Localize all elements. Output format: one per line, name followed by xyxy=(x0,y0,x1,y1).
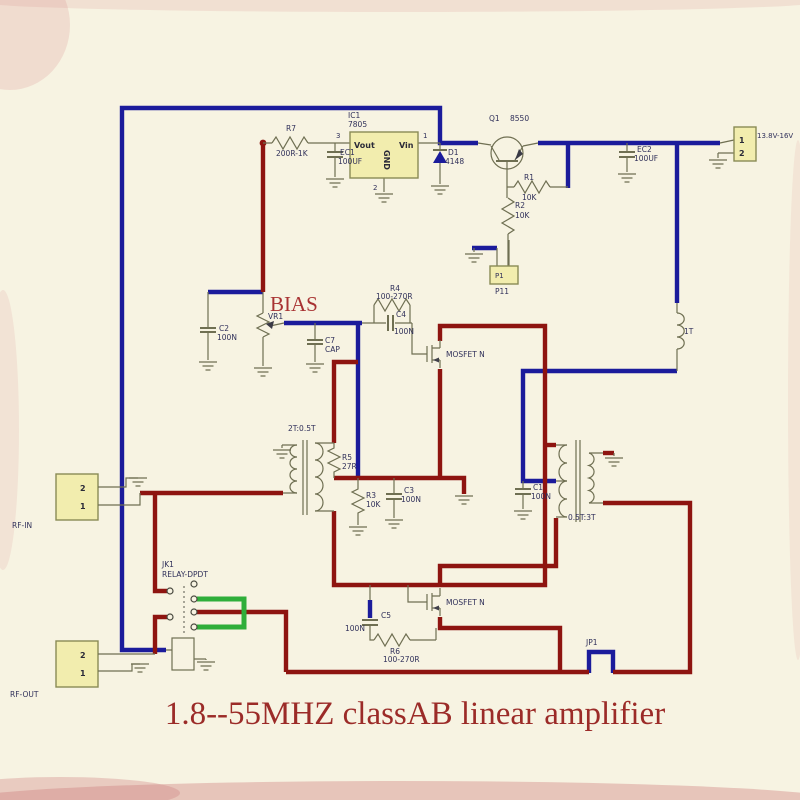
wires-red xyxy=(140,139,693,675)
transistor-q1: Q1 8550 xyxy=(477,114,539,187)
jp1-label: JP1 xyxy=(585,638,598,647)
power-voltage-label: 13.8V-16V xyxy=(757,132,793,140)
jk1-type: RELAY-DPDT xyxy=(162,570,208,579)
ec2-ref: EC2 xyxy=(637,145,652,154)
jumper-jp1: JP1 xyxy=(585,638,598,647)
ic1-part: 7805 xyxy=(348,120,367,129)
ec1-val: 100UF xyxy=(338,157,362,166)
capacitor-ec1: EC1 100UF xyxy=(325,143,362,188)
capacitor-ec2: EC2 100UF xyxy=(617,143,658,183)
l1-label: 1T xyxy=(684,327,694,336)
c3-val: 100N xyxy=(401,495,421,504)
resistor-r2: R2 10K xyxy=(501,187,531,266)
connector-rf-out: 2 1 RF-OUT xyxy=(10,640,155,699)
r4-val: 100-270R xyxy=(376,292,413,301)
rfout-pin1: 1 xyxy=(80,669,86,678)
transformer-t2: 0.5T:3T xyxy=(556,440,624,522)
relay-bypass-wire xyxy=(197,596,247,630)
d1-ref: D1 xyxy=(448,148,459,157)
rfout-pin2: 2 xyxy=(80,651,86,660)
bias-label: BIAS xyxy=(270,292,318,316)
rfin-label: RF-IN xyxy=(12,521,32,530)
connector-power: 1 2 13.8V-16V xyxy=(708,126,793,169)
r1-val: 10K xyxy=(522,193,538,202)
inductor-1t: 1T xyxy=(676,303,694,371)
r3-val: 10K xyxy=(366,500,382,509)
connector-p11: P1 P11 xyxy=(464,240,519,296)
ec2-val: 100UF xyxy=(634,154,658,163)
gate-network-bottom: C5 100N R6 100-270R xyxy=(345,585,437,664)
ic1-gnd: GND xyxy=(382,150,391,170)
t1-label: 2T:0.5T xyxy=(288,424,316,433)
resistor-r3: R3 10K xyxy=(348,478,382,536)
resistor-r1: R1 10K xyxy=(507,173,568,202)
r1-ref: R1 xyxy=(524,173,534,182)
q1-ref: Q1 xyxy=(489,114,500,123)
wires-blue xyxy=(119,105,735,673)
mosfet-bottom: MOSFET N xyxy=(407,585,485,617)
mosfet-top: MOSFET N xyxy=(415,339,485,369)
ic1-pin1: 1 xyxy=(423,132,427,140)
ic1-pin2: 2 xyxy=(373,184,377,192)
power-pin2: 2 xyxy=(739,149,745,158)
c2-val: 100N xyxy=(217,333,237,342)
capacitor-c2: C2 100N xyxy=(198,292,237,371)
r2-val: 10K xyxy=(515,211,531,220)
r6-val: 100-270R xyxy=(383,655,420,664)
gate-network-top: R4 100-270R C4 100N xyxy=(362,284,416,355)
regulator-ic1: IC1 7805 Vout Vin GND 3 1 2 xyxy=(335,111,440,203)
capacitor-c3: C3 100N xyxy=(384,478,421,529)
jk1-ref: JK1 xyxy=(161,560,174,569)
r7-val: 200R-1K xyxy=(276,149,309,158)
bias-network: BIAS VR1 xyxy=(253,292,318,377)
mosfet-bottom-label: MOSFET N xyxy=(446,598,485,607)
q1-val: 8550 xyxy=(510,114,529,123)
c1-val: 100N xyxy=(531,492,551,501)
d1-val: 4148 xyxy=(445,157,464,166)
r5-ref: R5 xyxy=(342,453,352,462)
c7-val: CAP xyxy=(325,345,340,354)
rfin-pin2: 2 xyxy=(80,484,86,493)
resistor-r7: R7 200R-1K xyxy=(263,124,335,158)
schematic-title: 1.8--55MHZ classAB linear amplifier xyxy=(165,696,665,732)
ic1-pin3: 3 xyxy=(336,132,340,140)
t2-label: 0.5T:3T xyxy=(568,513,596,522)
ic1-vin: Vin xyxy=(399,141,414,150)
resistor-r5: R5 27R xyxy=(326,443,357,478)
r6-ref: R6 xyxy=(390,647,400,656)
c5-val: 100N xyxy=(345,624,365,633)
vr1-ref: VR1 xyxy=(268,312,283,321)
c3-ref: C3 xyxy=(404,486,414,495)
connector-rf-in: 2 1 RF-IN xyxy=(12,473,148,530)
p11-text: P1 xyxy=(495,272,504,280)
capacitor-c7: C7 CAP xyxy=(305,323,340,373)
diode-d1: D1 4148 xyxy=(430,143,464,195)
c5-ref: C5 xyxy=(381,611,391,620)
c1-ref: C1 xyxy=(533,483,543,492)
c4-val: 100N xyxy=(394,327,414,336)
r7-ref: R7 xyxy=(286,124,296,133)
rfout-label: RF-OUT xyxy=(10,690,39,699)
mosfet-top-label: MOSFET N xyxy=(446,350,485,359)
c7-ref: C7 xyxy=(325,336,335,345)
relay-jk1: JK1 RELAY-DPDT xyxy=(161,560,216,671)
ic1-ref: IC1 xyxy=(348,111,360,120)
power-pin1: 1 xyxy=(739,136,745,145)
r5-val: 27R xyxy=(342,462,357,471)
capacitor-c1: C1 100N xyxy=(513,481,551,520)
ec1-ref: EC1 xyxy=(340,148,355,157)
rfin-pin1: 1 xyxy=(80,502,86,511)
c2-ref: C2 xyxy=(219,324,229,333)
r3-ref: R3 xyxy=(366,491,376,500)
p11-label: P11 xyxy=(495,287,509,296)
r2-ref: R2 xyxy=(515,201,525,210)
transformer-t1: 2T:0.5T xyxy=(272,424,334,515)
r4-ref: R4 xyxy=(390,284,400,293)
ic1-vout: Vout xyxy=(354,141,375,150)
c4-ref: C4 xyxy=(396,310,406,319)
